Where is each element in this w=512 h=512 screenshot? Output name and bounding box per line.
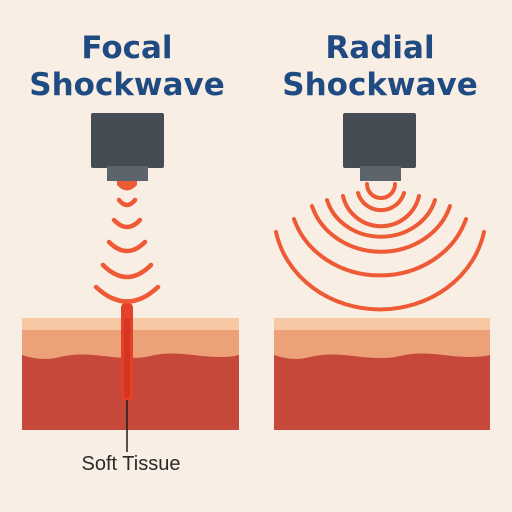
focal-applicator-emitter	[117, 181, 137, 191]
radial-wave-arc	[365, 182, 397, 200]
radial-wave-arc	[325, 198, 437, 239]
focal-wave-arc	[106, 239, 148, 254]
radial-skin-surface	[274, 318, 490, 330]
focal-applicator-body	[91, 113, 164, 168]
radial-wave-arc	[274, 230, 486, 312]
radial-waves	[274, 182, 486, 312]
radial-wave-arc	[341, 194, 421, 229]
focal-waves	[93, 197, 161, 304]
focal-panel: Focal Shockwave Soft Tissue	[22, 30, 239, 475]
radial-tissue-block	[274, 318, 490, 430]
radial-applicator-icon	[343, 113, 416, 181]
focal-beam-core	[124, 318, 130, 398]
focal-applicator-nozzle	[107, 166, 148, 181]
focal-beam	[121, 302, 133, 402]
focal-wave-arc	[93, 284, 161, 304]
radial-applicator-body	[343, 113, 416, 168]
focal-wave-arc	[100, 262, 154, 280]
focal-wave-arc	[116, 197, 138, 208]
soft-tissue-label: Soft Tissue	[82, 453, 181, 475]
focal-title-line1: Focal	[81, 30, 172, 66]
radial-wave-arc	[310, 204, 452, 254]
focal-applicator-icon	[91, 113, 164, 191]
focal-title-line2: Shockwave	[29, 67, 224, 103]
radial-title-line2: Shockwave	[282, 67, 477, 103]
radial-title-line1: Radial	[325, 30, 434, 66]
radial-applicator-nozzle	[360, 166, 401, 181]
radial-wave-arc	[356, 191, 406, 213]
radial-wave-arc	[292, 217, 468, 278]
radial-panel: Radial Shockwave	[274, 30, 490, 430]
focal-wave-arc	[111, 217, 143, 230]
